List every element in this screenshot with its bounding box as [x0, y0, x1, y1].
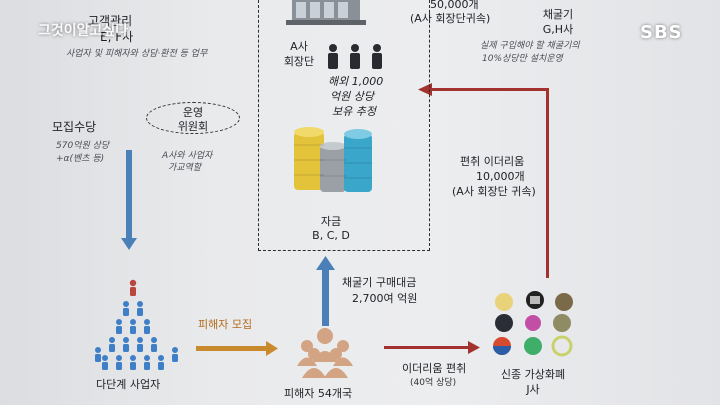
coin-stacks-icon — [294, 127, 372, 192]
arrow-embezzle-return — [418, 83, 549, 278]
purchase-line1: 채굴기 구매대금 — [342, 276, 417, 289]
top-attribution: (A사 회장단귀속) — [410, 12, 491, 25]
chairman-line1: A사 — [290, 40, 308, 53]
victims-group-icon — [297, 328, 353, 378]
multilevel-label: 다단계 사업자 — [96, 378, 161, 391]
building-icon — [286, 0, 366, 25]
recruit-fee-desc1: 570억원 상당 — [56, 141, 110, 151]
funds-line1: 자금 — [320, 215, 342, 228]
customer-mgmt-label: 고객관리 — [88, 14, 133, 28]
customer-mgmt-desc: 사업자 및 피해자와 상담·환전 등 업무 — [66, 49, 208, 59]
purchase-line2: 2,700여 억원 — [352, 292, 418, 305]
committee-line2: 위원회 — [177, 120, 209, 133]
chairman-line2: 회장단 — [283, 55, 315, 68]
miner-line1: 채굴기 — [542, 8, 574, 21]
holdings-line1: 해외 1,000 — [328, 75, 384, 88]
multilevel-people-icon — [95, 279, 178, 370]
recruit-victims-label: 피해자 모집 — [198, 318, 253, 331]
broadcaster-logo: SBS — [640, 22, 683, 43]
embezzle-line2: 10,000개 — [476, 170, 525, 183]
committee-ellipse — [146, 102, 240, 134]
miner-line2: G,H사 — [542, 23, 574, 36]
holdings-line3: 보유 추정 — [332, 105, 376, 118]
customer-mgmt-target: E, F사 — [100, 30, 134, 44]
chairman-dashed-box — [258, 0, 430, 251]
top-partial-amount: 50,000개 — [430, 0, 479, 11]
committee-desc1: A사와 사업자 — [162, 151, 213, 161]
victims-label: 피해자 54개국 — [284, 387, 353, 400]
businessman-icon — [328, 44, 382, 69]
arrow-recruit-victims — [196, 341, 278, 356]
newcoin-line1: 신종 가상화폐 — [500, 368, 566, 381]
eth-fraud-line2: (40억 상당) — [410, 378, 457, 388]
crypto-coins-icon — [493, 291, 573, 357]
embezzle-line1: 편취 이더리움 — [460, 155, 525, 168]
committee-desc2: 가교역할 — [168, 163, 202, 173]
arrow-recruit-fee — [121, 150, 137, 250]
embezzle-line3: (A사 회장단 귀속) — [452, 185, 536, 198]
miner-desc1: 실제 구입해야 할 채굴기의 — [480, 41, 580, 51]
arrow-eth-fraud — [384, 341, 480, 354]
recruit-fee-label: 모집수당 — [52, 120, 97, 134]
holdings-line2: 억원 상당 — [330, 90, 374, 103]
arrow-purchase-up — [316, 256, 335, 326]
program-watermark: 그것이알고싶다 — [38, 23, 129, 39]
funds-line2: B, C, D — [312, 229, 350, 242]
recruit-fee-desc2: +α(벤츠 등) — [56, 154, 105, 164]
miner-desc2: 10%상당만 설치운영 — [482, 54, 563, 64]
eth-fraud-line1: 이더리움 편취 — [402, 362, 467, 375]
committee-line1: 운영 — [182, 106, 204, 119]
newcoin-line2: J사 — [526, 383, 540, 396]
